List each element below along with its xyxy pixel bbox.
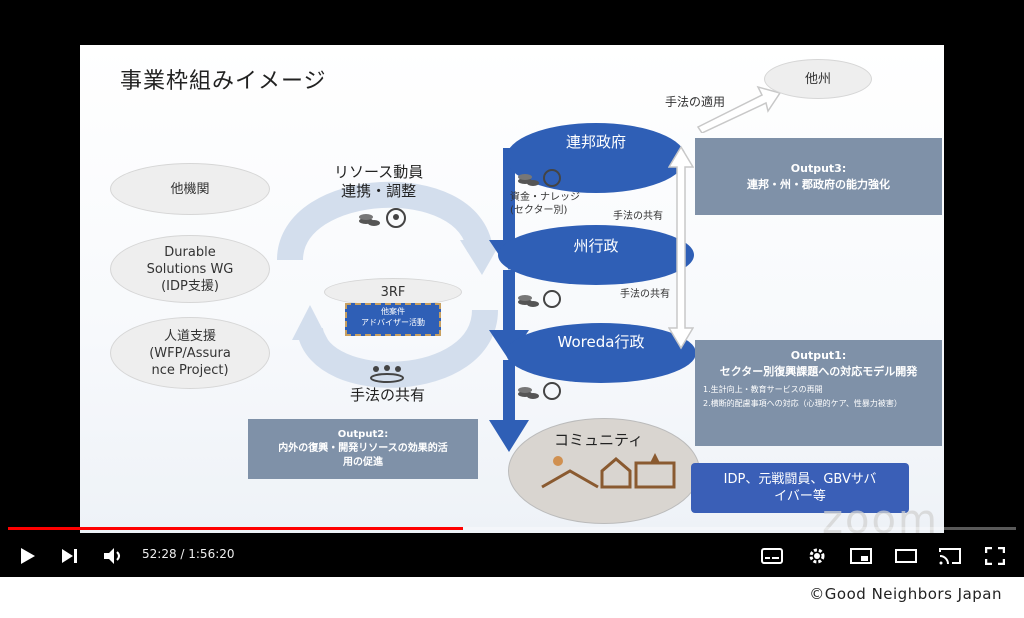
miniplayer-button[interactable] (847, 543, 875, 569)
resource-label: 資金・ナレッジ (セクター別) (510, 192, 580, 216)
people-icon (370, 365, 404, 383)
play-icon (21, 548, 35, 564)
output1-title: Output1: セクター別復興課題への対応モデル開発 (719, 349, 918, 378)
next-button[interactable] (56, 543, 84, 569)
apply-arrow (696, 85, 782, 133)
share-label-1: 手法の共有 (613, 211, 663, 222)
output3-box: Output3: 連邦・州・郡政府の能力強化 (695, 138, 942, 215)
slide: 事業枠組みイメージ 他機関 Durable Solutions WG (IDP支… (80, 45, 944, 533)
resource-icon-2 (518, 290, 561, 308)
player-controls: 52:28 / 1:56:20 (0, 535, 1024, 577)
volume-button[interactable] (100, 543, 128, 569)
oval-other-state: 他州 (764, 59, 872, 99)
progress-bar[interactable] (8, 527, 1016, 530)
coins-brain-icon (359, 208, 406, 228)
theater-icon (895, 549, 917, 563)
adviser-activity-box: 他案件 アドバイザー活動 (345, 303, 441, 336)
volume-icon (104, 548, 120, 564)
time-display: 52:28 / 1:56:20 (142, 547, 235, 561)
slide-title: 事業枠組みイメージ (120, 69, 327, 94)
oval-state-gov: 州行政 (498, 225, 694, 285)
oval-woreda-gov: Woreda行政 (506, 323, 696, 383)
community-icons (541, 453, 676, 489)
subtitles-button[interactable] (758, 543, 786, 569)
output1-item1: 1.生計向上・教育サービスの再開 (703, 385, 823, 394)
miniplayer-icon (850, 548, 872, 564)
output2-box: Output2: 内外の復興・開発リソースの効果的活 用の促進 (248, 419, 478, 479)
cycle-top-label: リソース動員 連携・調整 (334, 163, 424, 200)
double-arrow (668, 145, 694, 350)
skip-next-icon (62, 549, 77, 563)
settings-button[interactable] (803, 543, 831, 569)
theater-mode-button[interactable] (892, 543, 920, 569)
community-label: コミュニティ (554, 431, 644, 449)
cycle-bottom-label: 手法の共有 (350, 386, 426, 404)
oval-3rf: 3RF (324, 278, 462, 306)
progress-fill (8, 527, 463, 530)
cast-icon (939, 548, 961, 565)
output1-box: Output1: セクター別復興課題への対応モデル開発 1.生計向上・教育サービ… (695, 340, 942, 446)
gear-icon (809, 548, 825, 564)
cast-button[interactable] (936, 543, 964, 569)
cycle-arrows (277, 181, 502, 388)
subtitles-icon (761, 548, 783, 564)
share-label-2: 手法の共有 (620, 289, 670, 300)
resource-icon-3 (518, 382, 561, 400)
video-player[interactable]: 事業枠組みイメージ 他機関 Durable Solutions WG (IDP支… (0, 0, 1024, 577)
zoom-watermark: zoom (822, 497, 939, 533)
fullscreen-button[interactable] (981, 543, 1009, 569)
play-button[interactable] (14, 543, 42, 569)
output1-item2: 2.横断的配慮事項への対応（心理的ケア、性暴力被害） (703, 399, 902, 408)
oval-humanitarian: 人道支援 (WFP/Assura nce Project) (110, 317, 270, 389)
oval-other-agencies: 他機関 (110, 163, 270, 215)
community-groups-box: IDP、元戦闘員、GBVサバ イバー等 (691, 463, 909, 513)
apply-label: 手法の適用 (665, 95, 726, 109)
fullscreen-icon (985, 547, 1005, 565)
copyright-text: ©Good Neighbors Japan (809, 585, 1002, 603)
oval-durable-solutions: Durable Solutions WG (IDP支援) (110, 235, 270, 303)
resource-icon-1 (518, 169, 561, 187)
